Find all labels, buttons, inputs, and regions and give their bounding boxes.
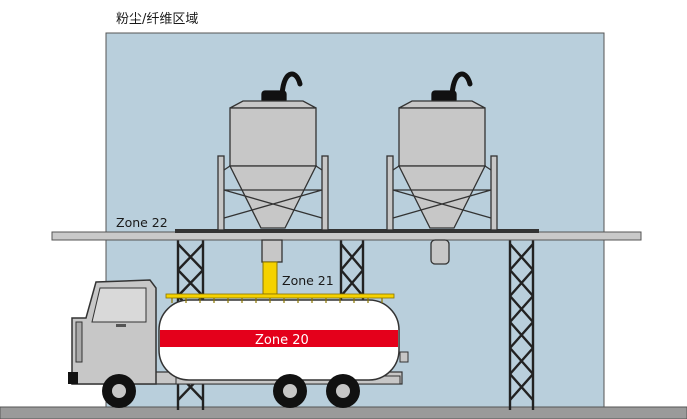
support-tower-right: [508, 240, 535, 410]
zone20-label: Zone 20: [255, 333, 309, 348]
platform-deck: [175, 229, 539, 233]
zone22-label: Zone 22: [116, 215, 168, 230]
support-tower-middle: [339, 240, 365, 300]
loading-tube: [262, 261, 278, 295]
silo-left: [217, 71, 329, 263]
zone20-band: [160, 330, 398, 347]
diagram-title: 粉尘/纤维区域: [116, 12, 199, 27]
platform: [51, 231, 642, 241]
ground: [0, 406, 687, 419]
silo-right: [386, 71, 498, 265]
zone21-label: Zone 21: [282, 273, 334, 288]
tanker-truck: [68, 279, 409, 408]
